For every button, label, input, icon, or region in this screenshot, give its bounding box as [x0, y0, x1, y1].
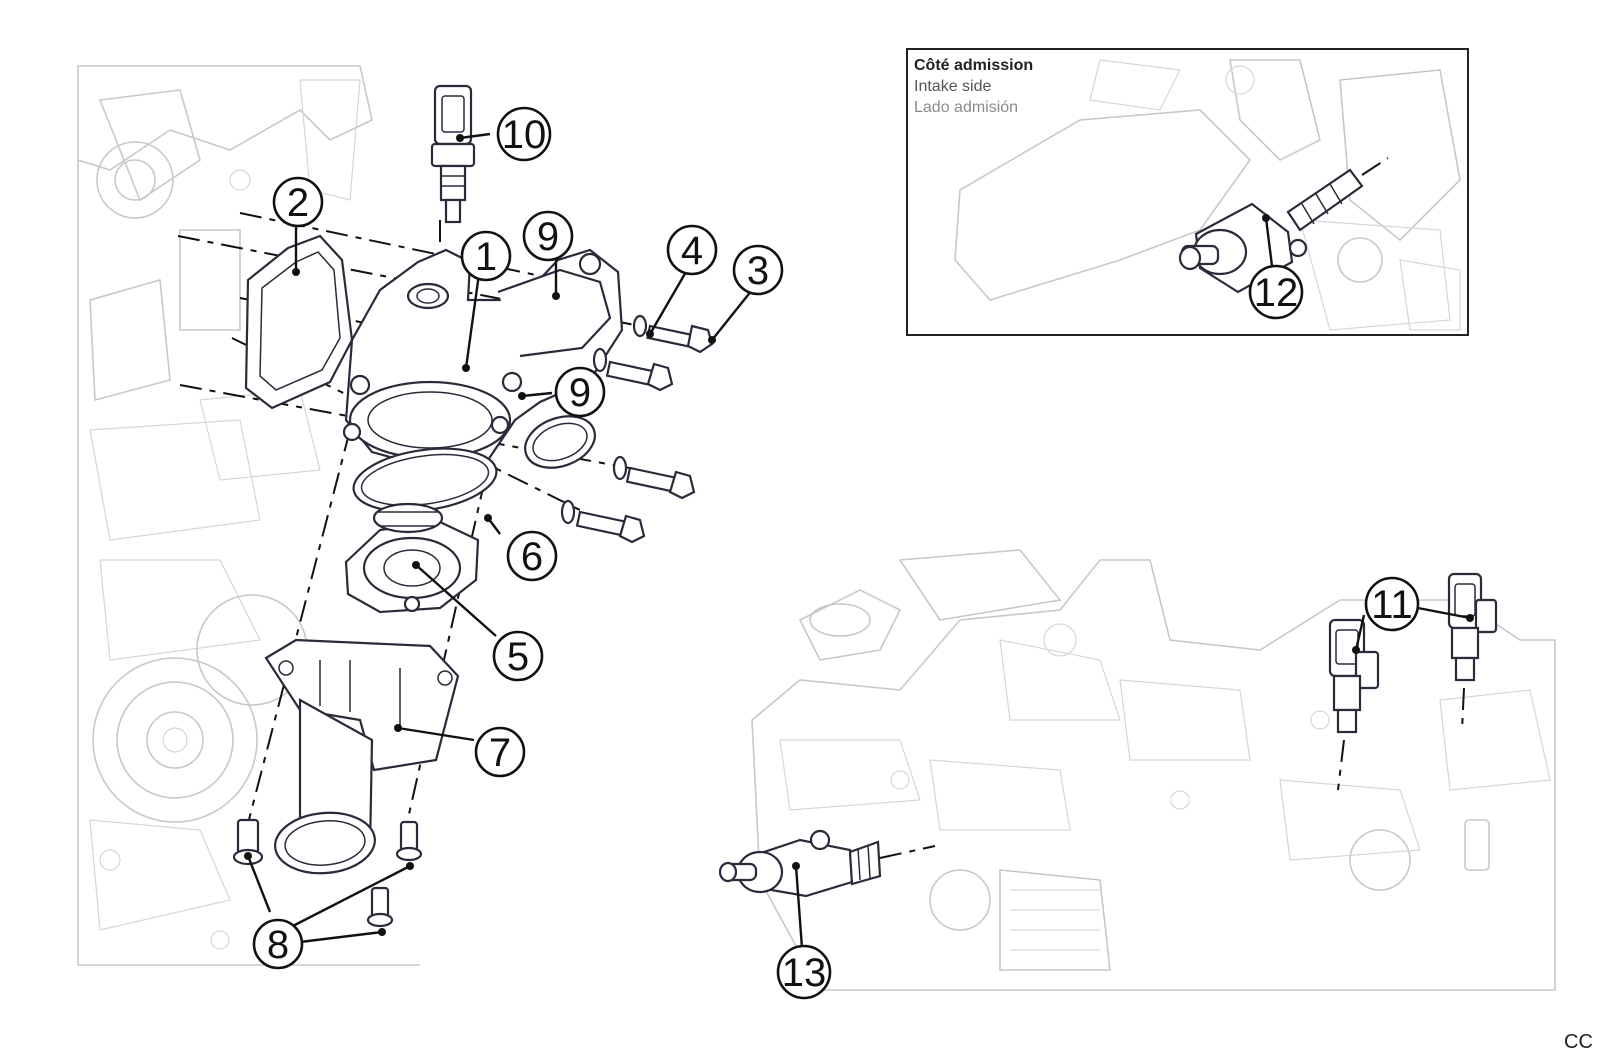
callout-1: 1	[460, 230, 512, 282]
sensor-alignment-left	[1337, 739, 1345, 791]
callout-5: 5	[492, 630, 544, 682]
right-leader-lines	[792, 606, 1474, 949]
callout-8: 8	[252, 918, 304, 970]
left-engine-background	[77, 65, 420, 966]
right-engine-background	[751, 549, 1556, 991]
inset-alignment-line	[1361, 157, 1389, 176]
o-ring-part	[524, 415, 596, 469]
callout-label-9-upper: 9	[537, 215, 559, 259]
temperature-sensor-part	[430, 84, 476, 224]
callout-label-5: 5	[507, 635, 529, 679]
callout-label-1: 1	[475, 235, 497, 279]
callout-6: 6	[506, 530, 558, 582]
callout-label-7: 7	[489, 731, 511, 775]
corner-mark: CC	[1564, 1031, 1593, 1053]
bolt-bottom	[560, 499, 646, 544]
callout-label-12: 12	[1254, 271, 1299, 315]
bolt-lower-mid	[612, 455, 696, 500]
callout-label-8: 8	[267, 923, 289, 967]
gasket-part	[244, 234, 354, 410]
callout-label-6: 6	[521, 535, 543, 579]
callout-3: 3	[732, 244, 784, 296]
intake-side-inset: Côté admission Intake side Lado admisión	[906, 48, 1469, 336]
callout-2: 2	[272, 176, 324, 228]
callout-label-13: 13	[782, 951, 827, 995]
callout-label-4: 4	[681, 229, 703, 273]
left-leader-lines	[244, 132, 757, 944]
solenoid-valve-13-part	[718, 829, 882, 898]
inset-frame	[906, 48, 1469, 336]
callout-label-3: 3	[747, 249, 769, 293]
callout-label-2: 2	[287, 181, 309, 225]
callout-4: 4	[666, 224, 718, 276]
bolt-upper-mid	[592, 347, 674, 392]
callout-10: 10	[496, 106, 552, 162]
bolt-set	[232, 314, 714, 928]
callout-11: 11	[1364, 576, 1420, 632]
callout-label-10: 10	[502, 113, 547, 157]
bolt-3	[632, 314, 714, 354]
callout-9-upper: 9	[522, 210, 574, 262]
leader-12	[1264, 217, 1274, 267]
solenoid-13-alignment	[879, 845, 936, 859]
sensor-alignment-right	[1461, 687, 1465, 731]
callout-7: 7	[474, 726, 526, 778]
outlet-pipe-part	[264, 638, 460, 875]
callout-13: 13	[776, 944, 832, 1000]
camshaft-sensors-11-part	[1328, 572, 1498, 734]
callout-12: 12	[1248, 264, 1304, 320]
inset-engine-background	[954, 59, 1461, 331]
callout-9-lower: 9	[554, 366, 606, 418]
inset-title-spanish: Lado admisión	[914, 99, 1018, 116]
callout-label-11: 11	[1371, 583, 1413, 627]
bolts-8	[232, 818, 423, 928]
thermostat-housing-part	[342, 248, 624, 470]
inset-title-english: Intake side	[914, 78, 991, 95]
inset-title-french: Côté admission	[914, 57, 1033, 74]
callout-label-9-lower: 9	[569, 371, 591, 415]
